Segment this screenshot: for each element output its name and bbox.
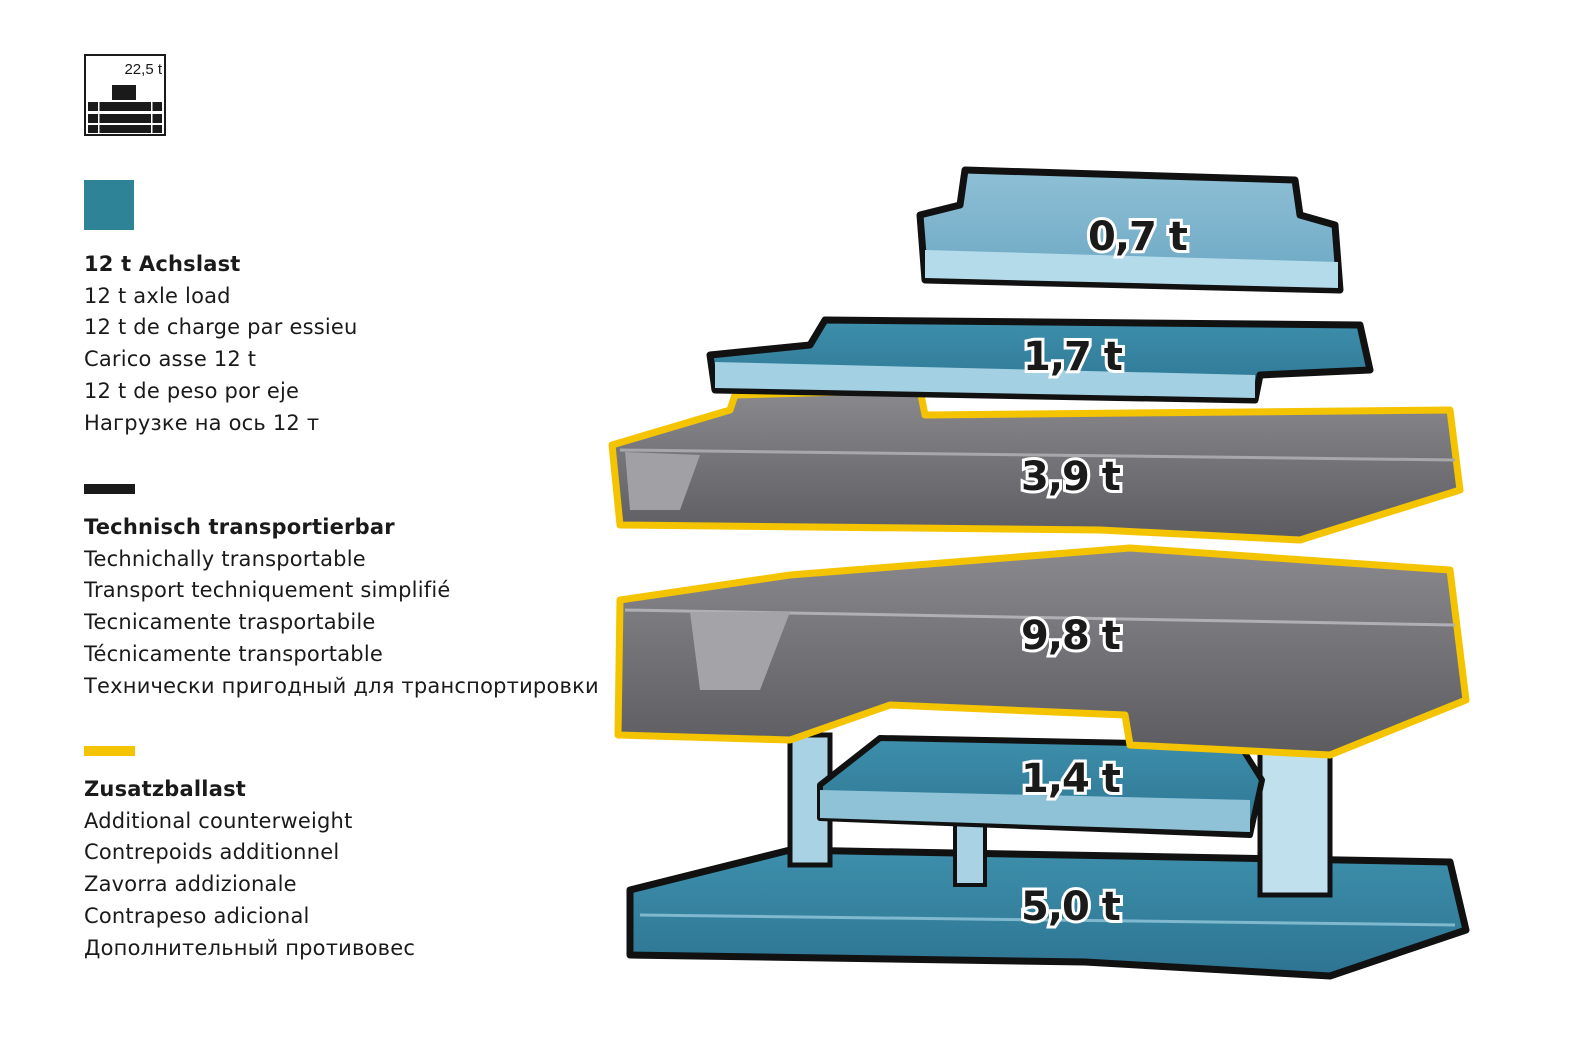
- part-0-7t: [916, 166, 1344, 294]
- weight-label-0-7t: 0,7 t: [1088, 214, 1188, 260]
- legend-heading: Technisch transportierbar: [84, 515, 395, 539]
- additional-ballast-swatch: [84, 746, 135, 756]
- legend-line: Contrapeso adicional: [84, 903, 310, 928]
- legend-line: 12 t axle load: [84, 283, 231, 308]
- part-1-7t: [706, 316, 1374, 404]
- axle-load-label: 22,5 t: [124, 61, 162, 78]
- legend-line: Tecnicamente trasportabile: [84, 610, 376, 635]
- legend-line: Transport techniquement simplifié: [84, 578, 451, 603]
- legend-axle-load: 12 t Achslast 12 t axle load 12 t de cha…: [84, 249, 358, 439]
- transportable-swatch: [84, 484, 135, 494]
- weight-label-5-0t: 5,0 t: [1021, 884, 1121, 930]
- legend-heading: Zusatzballast: [84, 777, 247, 801]
- legend-line: Additional counterweight: [84, 808, 353, 833]
- legend-line: 12 t de peso por eje: [84, 378, 300, 403]
- part-3-9t: [608, 386, 1464, 544]
- legend-line: Технически пригодный для транспортировки: [84, 673, 599, 698]
- part-5-0t: [626, 846, 1470, 980]
- axle-load-swatch: [84, 180, 134, 230]
- legend-transportable: Technisch transportierbar Technichally t…: [84, 512, 599, 702]
- legend-line: Carico asse 12 t: [84, 347, 257, 372]
- weight-label-1-7t: 1,7 t: [1023, 334, 1123, 380]
- legend-line: Contrepoids additionnel: [84, 840, 340, 865]
- legend-line: Нагрузке на ось 12 т: [84, 410, 320, 435]
- legend-line: 12 t de charge par essieu: [84, 315, 358, 340]
- weight-label-9-8t: 9,8 t: [1021, 613, 1121, 659]
- weight-label-1-4t: 1,4 t: [1021, 756, 1121, 802]
- legend-additional-ballast: Zusatzballast Additional counterweight C…: [84, 774, 415, 964]
- legend-line: Дополнительный противовес: [84, 935, 416, 960]
- axle-load-icon: 22,5 t: [84, 54, 166, 136]
- legend-line: Zavorra addizionale: [84, 872, 297, 897]
- part-9-8t: [614, 544, 1470, 759]
- weight-label-3-9t: 3,9 t: [1021, 454, 1121, 500]
- legend-heading: 12 t Achslast: [84, 252, 241, 276]
- legend-line: Técnicamente transportable: [84, 641, 383, 666]
- legend-line: Technichally transportable: [84, 546, 366, 571]
